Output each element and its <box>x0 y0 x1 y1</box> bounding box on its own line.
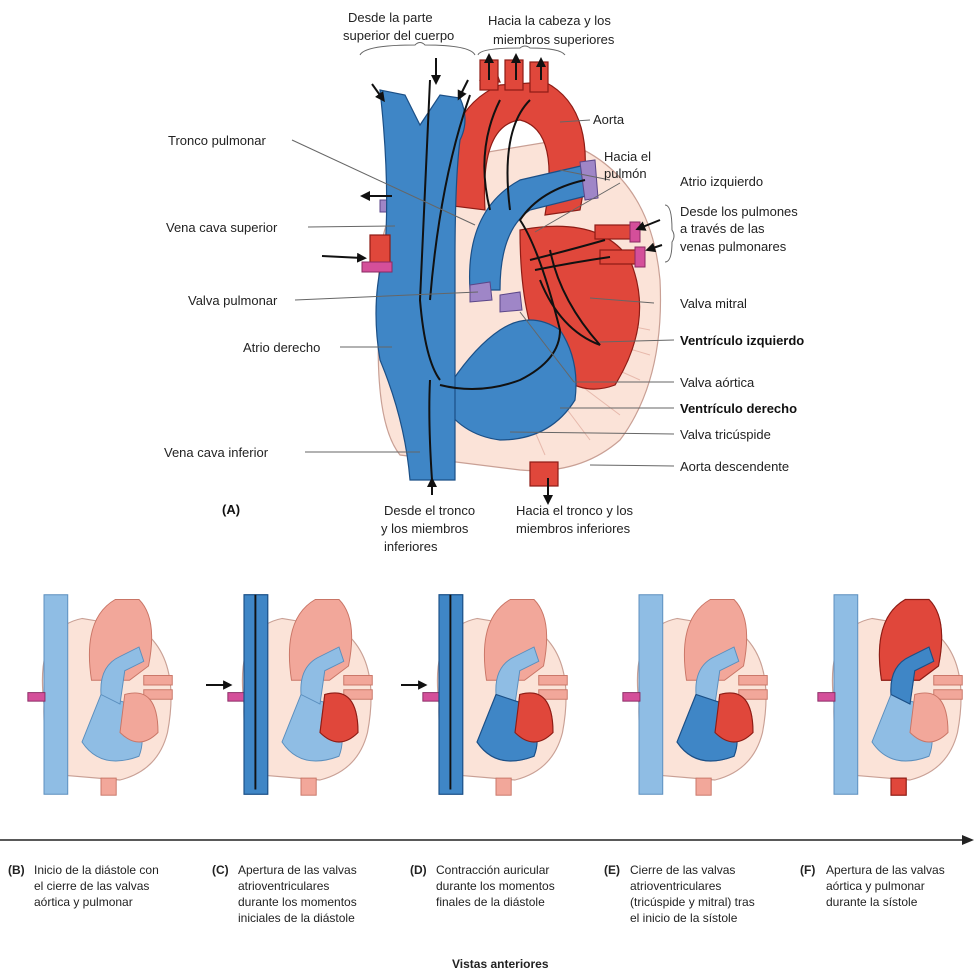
label-aorta-descendente: Aorta descendente <box>680 459 789 474</box>
panel-e-line-1: Cierre de las valvas <box>630 863 735 877</box>
panel-c-heart <box>206 595 372 795</box>
panel-c-line-2: atrioventriculares <box>238 879 329 893</box>
label-valva-aortica: Valva aórtica <box>680 375 755 390</box>
label-hacia-pulmon-1: Hacia el <box>604 149 651 164</box>
label-top-right-1: Hacia la cabeza y los <box>488 13 611 28</box>
label-desde-pulmones-3: venas pulmonares <box>680 239 787 254</box>
label-top-left-1: Desde la parte <box>348 10 433 25</box>
panel-e-letter: (E) <box>604 863 620 877</box>
panel-b-line-2: el cierre de las valvas <box>34 879 149 893</box>
label-aorta: Aorta <box>593 112 625 127</box>
panel-b-letter: (B) <box>8 863 25 877</box>
panel-f-line-3: durante la sístole <box>826 895 918 909</box>
panel-d-line-3: finales de la diástole <box>436 895 545 909</box>
label-desde-pulmones-1: Desde los pulmones <box>680 204 798 219</box>
label-ventriculo-izquierdo: Ventrículo izquierdo <box>680 333 804 348</box>
footer-title: Vistas anteriores <box>452 957 549 971</box>
panel-c-line-3: durante los momentos <box>238 895 357 909</box>
label-bottom-right-1: Hacia el tronco y los <box>516 503 634 518</box>
label-hacia-pulmon-2: pulmón <box>604 166 647 181</box>
panel-e-line-2: atrioventriculares <box>630 879 721 893</box>
label-valva-mitral: Valva mitral <box>680 296 747 311</box>
label-bottom-left-3: inferiores <box>384 539 438 554</box>
panel-c-letter: (C) <box>212 863 229 877</box>
panel-b-line-3: aórtica y pulmonar <box>34 895 133 909</box>
panel-caption-e: (E) Cierre de las valvas atrioventricula… <box>604 863 755 925</box>
panel-c-line-1: Apertura de las valvas <box>238 863 357 877</box>
panel-e-heart <box>623 595 767 795</box>
panel-c-line-4: iniciales de la diástole <box>238 911 355 925</box>
panel-caption-d: (D) Contracción auricular durante los mo… <box>410 863 555 909</box>
panel-e-line-3: (tricúspide y mitral) tras <box>630 895 755 909</box>
label-bottom-left-1: Desde el tronco <box>384 503 475 518</box>
panel-b-line-1: Inicio de la diástole con <box>34 863 159 877</box>
panel-caption-b: (B) Inicio de la diástole con el cierre … <box>8 863 159 909</box>
panel-e-line-4: el inicio de la sístole <box>630 911 738 925</box>
panel-d-line-2: durante los momentos <box>436 879 555 893</box>
panel-f-heart <box>818 595 962 795</box>
label-ventriculo-derecho: Ventrículo derecho <box>680 401 797 416</box>
label-top-right-2: miembros superiores <box>493 32 615 47</box>
panel-d-heart <box>401 595 567 795</box>
panel-f-letter: (F) <box>800 863 815 877</box>
label-bottom-right-2: miembros inferiores <box>516 521 631 536</box>
panel-caption-c: (C) Apertura de las valvas atrioventricu… <box>212 863 357 925</box>
panel-f-line-2: aórtica y pulmonar <box>826 879 925 893</box>
label-atrio-derecho: Atrio derecho <box>243 340 320 355</box>
panel-b-heart <box>28 595 172 795</box>
label-valva-pulmonar: Valva pulmonar <box>188 293 278 308</box>
label-top-left-2: superior del cuerpo <box>343 28 454 43</box>
label-bottom-left-2: y los miembros <box>381 521 469 536</box>
label-valva-tricuspide: Valva tricúspide <box>680 427 771 442</box>
label-atrio-izquierdo: Atrio izquierdo <box>680 174 763 189</box>
label-tronco-pulmonar: Tronco pulmonar <box>168 133 266 148</box>
panel-caption-f: (F) Apertura de las valvas aórtica y pul… <box>800 863 945 909</box>
panel-d-letter: (D) <box>410 863 427 877</box>
label-vena-cava-inferior: Vena cava inferior <box>164 445 269 460</box>
panel-f-line-1: Apertura de las valvas <box>826 863 945 877</box>
label-panel-a: (A) <box>222 502 240 517</box>
label-desde-pulmones-2: a través de las <box>680 221 765 236</box>
label-vena-cava-superior: Vena cava superior <box>166 220 278 235</box>
panel-d-line-1: Contracción auricular <box>436 863 549 877</box>
